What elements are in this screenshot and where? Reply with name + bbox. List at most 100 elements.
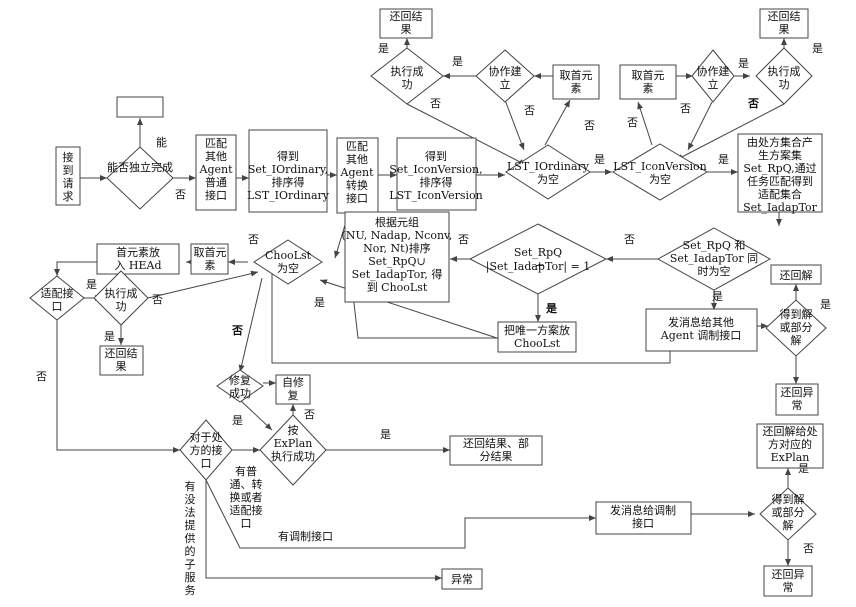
text-exception: 异常	[451, 573, 473, 586]
label-adapter-yes: 是	[86, 278, 97, 291]
label-lstord-no: 否	[584, 119, 595, 132]
node-collab-left	[475, 49, 535, 103]
label-choolst-no: 否	[248, 233, 259, 246]
node-take-first-right	[619, 64, 677, 100]
node-choolst-empty	[253, 239, 323, 285]
text-exec-mid: 执行成功	[105, 286, 138, 313]
node-return-result-mid	[99, 345, 144, 376]
node-adapter-iface	[29, 275, 85, 321]
edge-head-adapter	[54, 261, 97, 276]
node-empty-box	[116, 96, 164, 118]
label-explan-no: 否	[304, 408, 315, 421]
label-modulate-iface: 有调制接口	[278, 529, 333, 543]
node-put-unique	[497, 321, 577, 353]
label-choolst-yes: 是	[314, 296, 325, 309]
node-for-iface	[179, 419, 233, 481]
node-exec-left	[370, 47, 444, 105]
text-take-first-right: 取首元素	[632, 68, 665, 95]
node-set-iconversion	[396, 137, 477, 211]
node-independent	[106, 146, 174, 210]
label-exec-r-no: 否	[747, 97, 759, 110]
node-set-iordinary	[248, 129, 328, 213]
edge-labels: 能 否 是 否 是 是 否 否 否 是 是 是 否 否 否 是 否 是 否 是 …	[36, 42, 831, 597]
label-bothempty-yes: 是	[712, 290, 723, 303]
label-collab-yes: 是	[452, 55, 463, 68]
label-count-yes: 是	[545, 302, 558, 315]
text-adapter-iface: 适配接口	[41, 287, 74, 313]
label-lstconv-yes: 是	[718, 153, 729, 166]
label-gotb-yes: 是	[798, 462, 809, 475]
node-receive	[55, 146, 81, 206]
label-exec-r-yes: 是	[812, 42, 823, 55]
node-return-solution	[770, 264, 822, 285]
node-collab-right	[691, 49, 735, 103]
label-collab-r-no: 否	[680, 102, 691, 115]
text-return-top-right: 还回结果	[768, 10, 801, 36]
label-collab-r-yes: 是	[738, 57, 749, 70]
label-exec-no: 否	[430, 97, 441, 110]
text-return-exception-right: 还回异常	[781, 386, 814, 412]
node-return-top-right	[759, 8, 809, 39]
edge-choolst-send	[271, 272, 673, 364]
edge-sort-choolst	[334, 224, 346, 259]
edge-lstord-takefirst	[544, 99, 571, 146]
node-send-modulate	[595, 501, 692, 535]
text-collab-right: 协作建立	[697, 64, 730, 91]
edges	[54, 38, 799, 581]
node-repair-ok	[216, 369, 264, 403]
label-execmid-yes: 是	[104, 330, 115, 343]
text-take-first-mid: 取首元素	[194, 245, 227, 272]
label-choolst-no-repair: 否	[231, 324, 243, 337]
node-got-solution-right	[765, 299, 827, 357]
text-return-solution: 还回解	[780, 268, 813, 282]
label-can: 能	[156, 135, 167, 149]
label-execmid-no: 否	[152, 293, 163, 306]
label-lstord-yes: 是	[594, 153, 605, 166]
edge-collab-lstconv	[687, 101, 713, 151]
label-exec-yes: 是	[378, 42, 389, 55]
edge-exec-choolst	[147, 270, 259, 299]
text-count-eq-1-b: |Set_IadapTor| = 1	[486, 260, 591, 274]
label-count-no: 否	[458, 233, 469, 246]
node-self-repair	[275, 374, 311, 405]
node-return-exception-bottom	[763, 565, 813, 597]
text-self-repair: 自修复	[282, 375, 304, 402]
node-count-eq-1	[468, 223, 608, 295]
edge-adapter-foriface	[56, 320, 180, 453]
label-lstconv-no: 否	[627, 116, 638, 129]
edge-foriface-exception	[205, 480, 442, 581]
node-exec-right	[755, 47, 813, 105]
node-take-first-mid	[190, 243, 229, 275]
text-take-first-left: 取首元素	[560, 68, 593, 95]
node-send-other	[645, 308, 758, 352]
text-independent: 能否独立完成	[107, 160, 173, 174]
text-for-iface: 对于处方的接口	[190, 430, 223, 470]
label-bothempty-no: 否	[624, 233, 635, 246]
text-repair-ok: 修复成功	[229, 373, 251, 400]
text-got-solution-bottom: 得到解或部分解	[772, 492, 805, 532]
node-lst-iconversion-empty	[612, 143, 708, 201]
text-return-exception-bottom: 还回异常	[772, 568, 805, 594]
text-exec-left: 执行成功	[391, 64, 424, 91]
edge-foriface-modulate	[240, 515, 596, 549]
node-exception	[441, 568, 483, 590]
node-return-to-explan	[756, 423, 824, 469]
node-return-top-left	[379, 8, 433, 39]
text-collab-left: 协作建立	[489, 64, 522, 91]
text-got-solution-right: 得到解或部分解	[780, 307, 813, 347]
label-gotr-yes: 是	[820, 298, 831, 311]
